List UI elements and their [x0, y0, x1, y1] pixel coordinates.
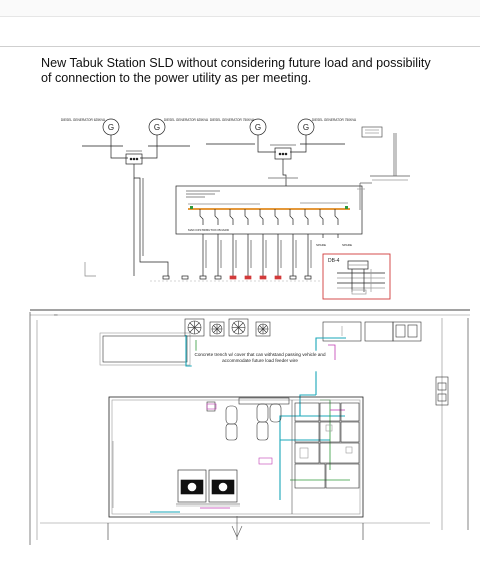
exhaust-fan-4 [255, 321, 271, 337]
feeder-breakers [199, 209, 339, 225]
magenta-routes [200, 344, 345, 509]
exhaust-fan-3 [228, 318, 249, 337]
spare-label-1: SPARE [316, 243, 326, 247]
top-strip [0, 0, 480, 17]
single-line-diagram: G DIESEL GENERATOR 625KVA G DIESEL GENER… [61, 118, 410, 300]
generator-3-symbol: G [255, 123, 261, 132]
exhaust-fan-2 [209, 321, 225, 337]
generator-1-label: DIESEL GENERATOR 625KVA [61, 118, 106, 122]
building-rooms [294, 402, 360, 489]
hall-equipment [206, 397, 290, 441]
document-page [0, 46, 480, 547]
feeder-cable-notes [205, 240, 312, 268]
main-distribution-board [175, 185, 363, 235]
feeder-lines [202, 234, 339, 276]
load-terminals [162, 275, 312, 280]
generator-2-symbol: G [154, 123, 160, 132]
generator-3-label: DIESEL GENERATOR 750KVA [210, 118, 255, 122]
room-right-3 [392, 321, 422, 342]
spare-label-2: SPARE [342, 243, 352, 247]
main-panel-label: MAIN DISTRIBUTION BOARD [188, 228, 230, 232]
db-4-panel: DB-4 [322, 253, 391, 300]
site-layout-plan: ━━ [29, 309, 470, 545]
generator-4: G DIESEL GENERATOR 750KVA [297, 118, 357, 136]
page-heading: New Tabuk Station SLD without considerin… [41, 56, 441, 86]
utility-detail [357, 126, 410, 210]
trench-note: Concrete trench w/ cover that can withst… [194, 352, 326, 363]
generator-units [176, 469, 240, 507]
heading-line-1: New Tabuk Station SLD without considerin… [41, 56, 431, 70]
heading-line-2: of connection to the power utility as pe… [41, 71, 312, 85]
generator-1: G DIESEL GENERATOR 625KVA [61, 118, 120, 136]
vehicle-icon [435, 376, 449, 406]
main-building [108, 396, 364, 518]
generator-2: G DIESEL GENERATOR 625KVA [148, 118, 209, 136]
pink-tag-1 [258, 457, 273, 465]
generator-2-label: DIESEL GENERATOR 625KVA [164, 118, 209, 122]
svg-text:━━: ━━ [53, 313, 58, 317]
room-right-1 [322, 321, 362, 342]
generator-3: G DIESEL GENERATOR 750KVA [210, 118, 267, 136]
left-building [102, 335, 188, 363]
bottom-strip [0, 545, 480, 584]
room-right-2 [364, 321, 394, 342]
pink-tag-2 [206, 403, 217, 410]
db-4-label: DB-4 [328, 258, 340, 264]
exhaust-fan-1 [184, 318, 205, 337]
generator-1-symbol: G [108, 123, 114, 132]
generator-4-label: DIESEL GENERATOR 750KVA [312, 118, 357, 122]
generator-4-symbol: G [303, 123, 309, 132]
trench-note-bg [191, 350, 331, 372]
